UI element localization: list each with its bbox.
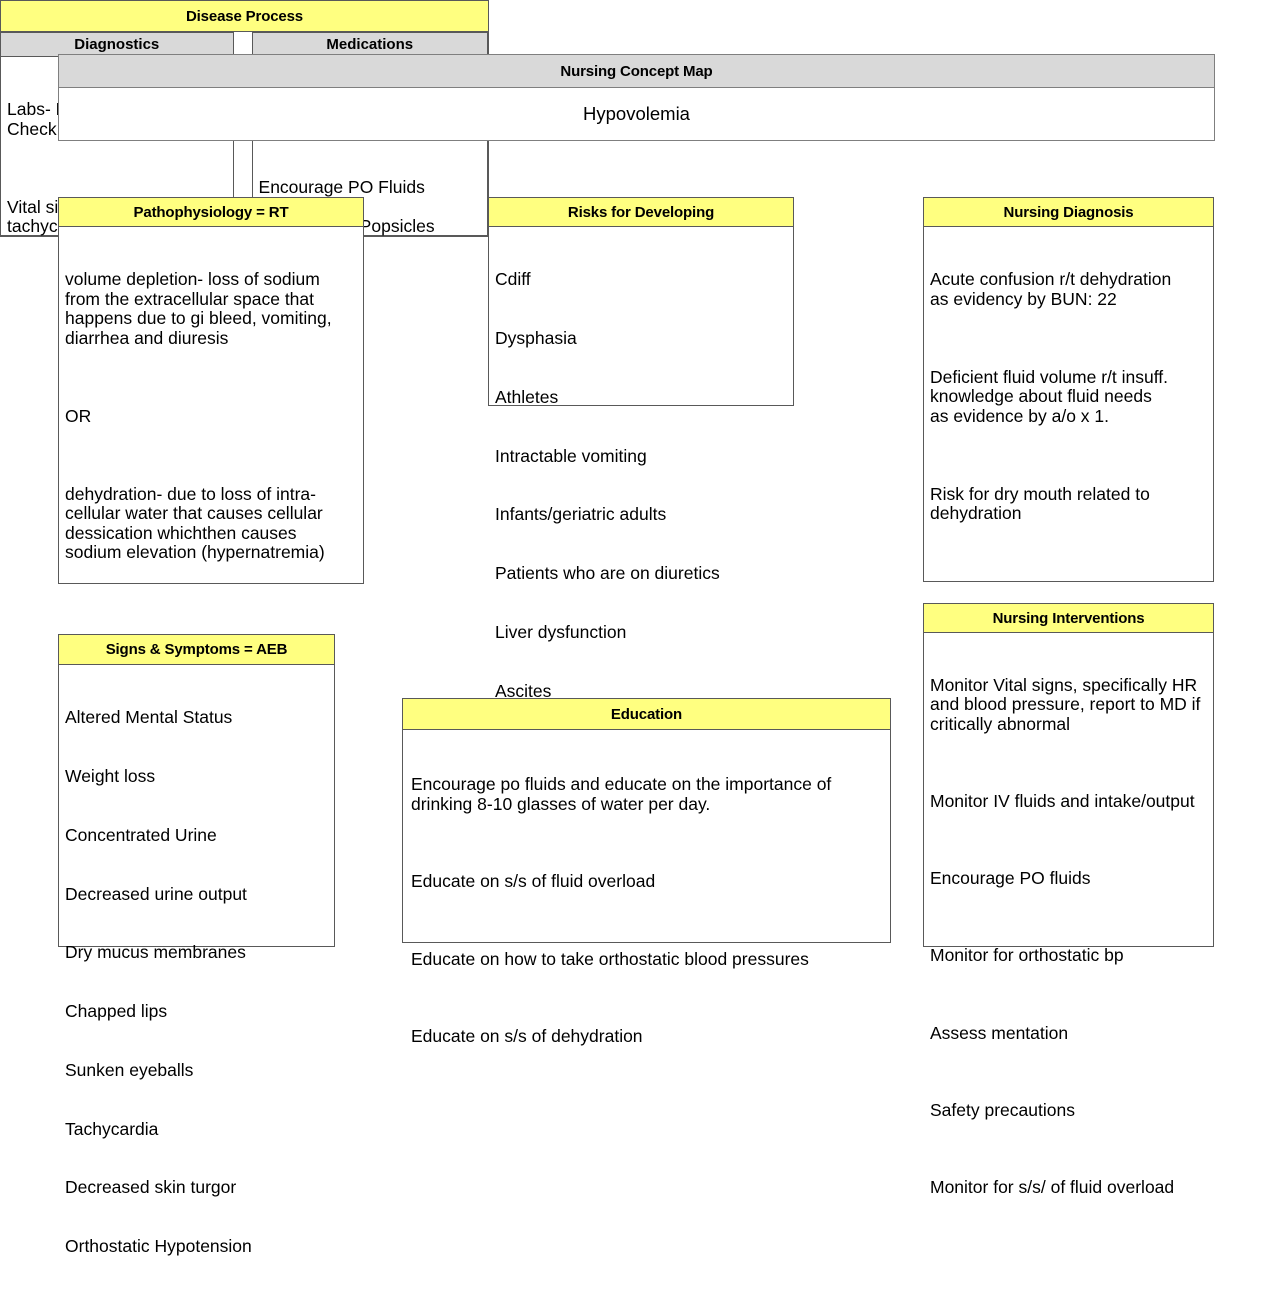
list-item: Concentrated Urine [65, 824, 217, 845]
risks-for-developing-box: Risks for Developing Cdiff Dysphasia Ath… [488, 197, 794, 700]
list-item: Chapped lips [65, 1001, 168, 1022]
list-item: Patients who are on diuretics [495, 563, 720, 584]
education-header: Education [403, 699, 890, 730]
disease-process-header: Disease Process [1, 1, 488, 32]
list-item: Cdiff [495, 269, 531, 290]
risks-for-developing-header: Risks for Developing [489, 198, 793, 227]
pathophysiology-paragraph: OR [65, 405, 92, 426]
nursing-interventions-box: Nursing Interventions Monitor Vital sign… [923, 603, 1214, 1197]
nursing-diagnosis-content: Acute confusion r/t dehydration as evide… [924, 227, 1213, 567]
concept-map-title: Nursing Concept Map [59, 55, 1214, 88]
education-paragraph: Educate on s/s of dehydration [411, 1026, 643, 1046]
list-item: Weight loss [65, 765, 156, 786]
diagnostics-header: Diagnostics [1, 33, 233, 57]
nursing-interventions-paragraph: Assess mentation [930, 1022, 1069, 1043]
pathophysiology-box: Pathophysiology = RT volume depletion- l… [58, 197, 364, 584]
list-item: Decreased urine output [65, 883, 247, 904]
list-item: Dysphasia [495, 327, 577, 348]
nursing-diagnosis-paragraph: Acute confusion r/t dehydration as evide… [930, 269, 1172, 309]
pathophysiology-content: volume depletion- loss of sodium from th… [59, 227, 363, 606]
title-block: Nursing Concept Map Hypovolemia [58, 54, 1215, 141]
nursing-interventions-paragraph: Encourage PO fluids [930, 868, 1091, 889]
list-item: Sunken eyeballs [65, 1059, 194, 1080]
education-box: Education Encourage po fluids and educat… [402, 698, 891, 1046]
education-paragraph: Encourage po fluids and educate on the i… [411, 774, 832, 814]
list-item: Orthostatic Hypotension [65, 1236, 252, 1257]
concept-map-canvas: Nursing Concept Map Hypovolemia Pathophy… [0, 0, 1215, 1256]
nursing-diagnosis-paragraph: Risk for dry mouth related to dehydratio… [930, 483, 1150, 524]
nursing-interventions-paragraph: Monitor for orthostatic bp [930, 945, 1124, 966]
signs-symptoms-header: Signs & Symptoms = AEB [59, 635, 334, 665]
pathophysiology-header: Pathophysiology = RT [59, 198, 363, 227]
education-content: Encourage po fluids and educate on the i… [403, 730, 890, 1092]
list-item: Intractable vomiting [495, 445, 647, 466]
nursing-diagnosis-header: Nursing Diagnosis [924, 198, 1213, 227]
concept-map-subject: Hypovolemia [583, 103, 690, 124]
education-paragraph: Educate on how to take orthostatic blood… [411, 948, 809, 969]
pathophysiology-paragraph: dehydration- due to loss of intra- cellu… [65, 483, 325, 563]
list-item: Athletes [495, 386, 559, 407]
medications-header: Medications [252, 33, 487, 57]
list-item: Altered Mental Status [65, 707, 233, 728]
nursing-interventions-paragraph: Monitor for s/s/ of fluid overload [930, 1176, 1175, 1197]
nursing-interventions-paragraph: Monitor IV fluids and intake/output [930, 790, 1195, 811]
nursing-interventions-content: Monitor Vital signs, specifically HR and… [924, 633, 1213, 1240]
nursing-interventions-header: Nursing Interventions [924, 604, 1213, 633]
list-item: Decreased skin turgor [65, 1177, 237, 1198]
nursing-diagnosis-paragraph: Deficient fluid volume r/t insuff. knowl… [930, 366, 1168, 426]
list-item: Liver dysfunction [495, 621, 627, 642]
education-paragraph: Educate on s/s of fluid overload [411, 871, 656, 891]
list-item: Infants/geriatric adults [495, 504, 667, 525]
nursing-interventions-paragraph: Safety precautions [930, 1099, 1075, 1120]
risks-list: Cdiff Dysphasia Athletes Intractable vom… [489, 227, 793, 744]
list-item: Dry mucus membranes [65, 942, 246, 963]
signs-symptoms-list: Altered Mental Status Weight loss Concen… [59, 665, 334, 1300]
list-item: Ascites [495, 680, 552, 701]
signs-symptoms-box: Signs & Symptoms = AEB Altered Mental St… [58, 634, 335, 1256]
nursing-diagnosis-box: Nursing Diagnosis Acute confusion r/t de… [923, 197, 1214, 582]
pathophysiology-paragraph: volume depletion- loss of sodium from th… [65, 269, 332, 348]
list-item: Tachycardia [65, 1118, 159, 1139]
nursing-interventions-paragraph: Monitor Vital signs, specifically HR and… [930, 674, 1201, 734]
